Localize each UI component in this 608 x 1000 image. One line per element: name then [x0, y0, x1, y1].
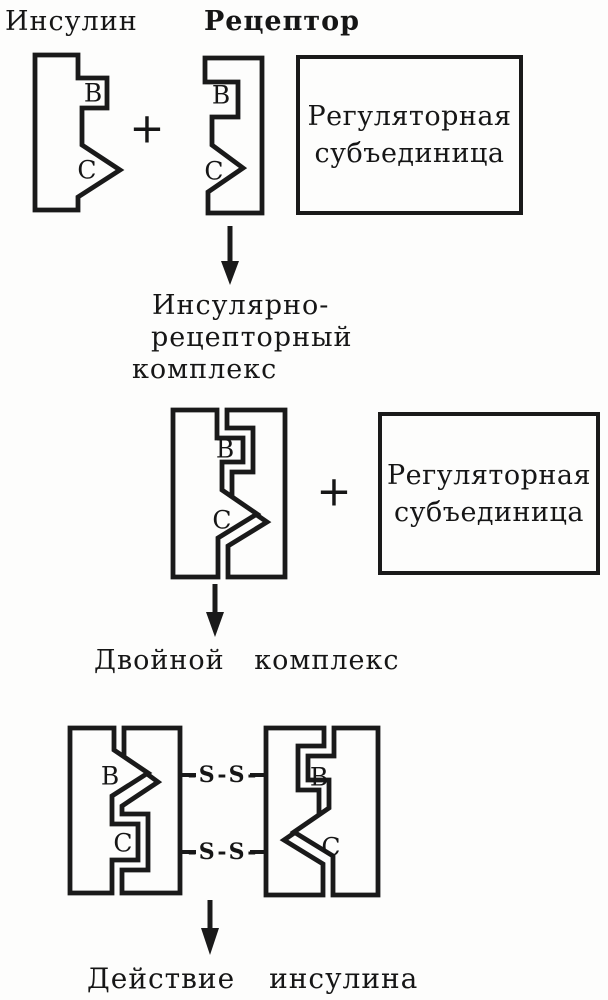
double-left-insulin-shape — [67, 725, 153, 896]
regulatory-subunit-line: субъединица — [394, 496, 584, 528]
receptor-shape — [202, 55, 265, 216]
complex-receptor-shape — [224, 407, 288, 580]
plus-sign-2: + — [316, 466, 352, 516]
regulatory-subunit-box-1: Регуляторная субъединица — [296, 55, 523, 215]
subunit-c-label: C — [77, 155, 97, 185]
down-arrow-3 — [201, 900, 219, 955]
complex-insulin-shape — [170, 407, 262, 580]
regulatory-subunit-box-2: Регуляторная субъединица — [378, 412, 600, 575]
regulatory-subunit-line: Регуляторная — [307, 101, 512, 132]
disulfide-bond-label-top: -S-S- — [187, 762, 259, 788]
subunit-b-label: B — [215, 434, 235, 464]
insulin-action-caption: Действие инсулина — [87, 962, 419, 995]
subunit-b-label: B — [100, 761, 120, 791]
regulatory-subunit-line: Регуляторная — [387, 459, 591, 491]
insulin-title: Инсулин — [5, 6, 138, 37]
down-arrow-1 — [221, 226, 239, 285]
receptor-title: Рецептор — [204, 6, 360, 37]
complex-caption-line: рецепторный — [151, 322, 353, 353]
complex-caption-line: Инсулярно- — [152, 290, 330, 321]
double-right-receptor-shape — [263, 725, 327, 898]
down-arrow-2 — [206, 584, 224, 637]
double-right-insulin-shape — [289, 725, 381, 898]
subunit-c-label: C — [204, 156, 224, 186]
subunit-c-label: C — [113, 828, 133, 858]
regulatory-subunit-line: субъединица — [314, 138, 505, 169]
insulin-shape — [32, 52, 125, 213]
disulfide-bond-label-bottom: -S-S- — [187, 839, 259, 865]
subunit-b-label: B — [211, 80, 231, 110]
subunit-c-label: C — [321, 832, 341, 862]
subunit-c-label: C — [212, 505, 232, 535]
double-complex-caption: Двойной комплекс — [94, 645, 400, 676]
subunit-b-label: B — [83, 78, 103, 108]
subunit-b-label: B — [309, 762, 329, 792]
double-left-receptor-shape — [119, 725, 183, 896]
plus-sign-1: + — [129, 103, 165, 153]
complex-caption-line: комплекс — [132, 354, 278, 385]
